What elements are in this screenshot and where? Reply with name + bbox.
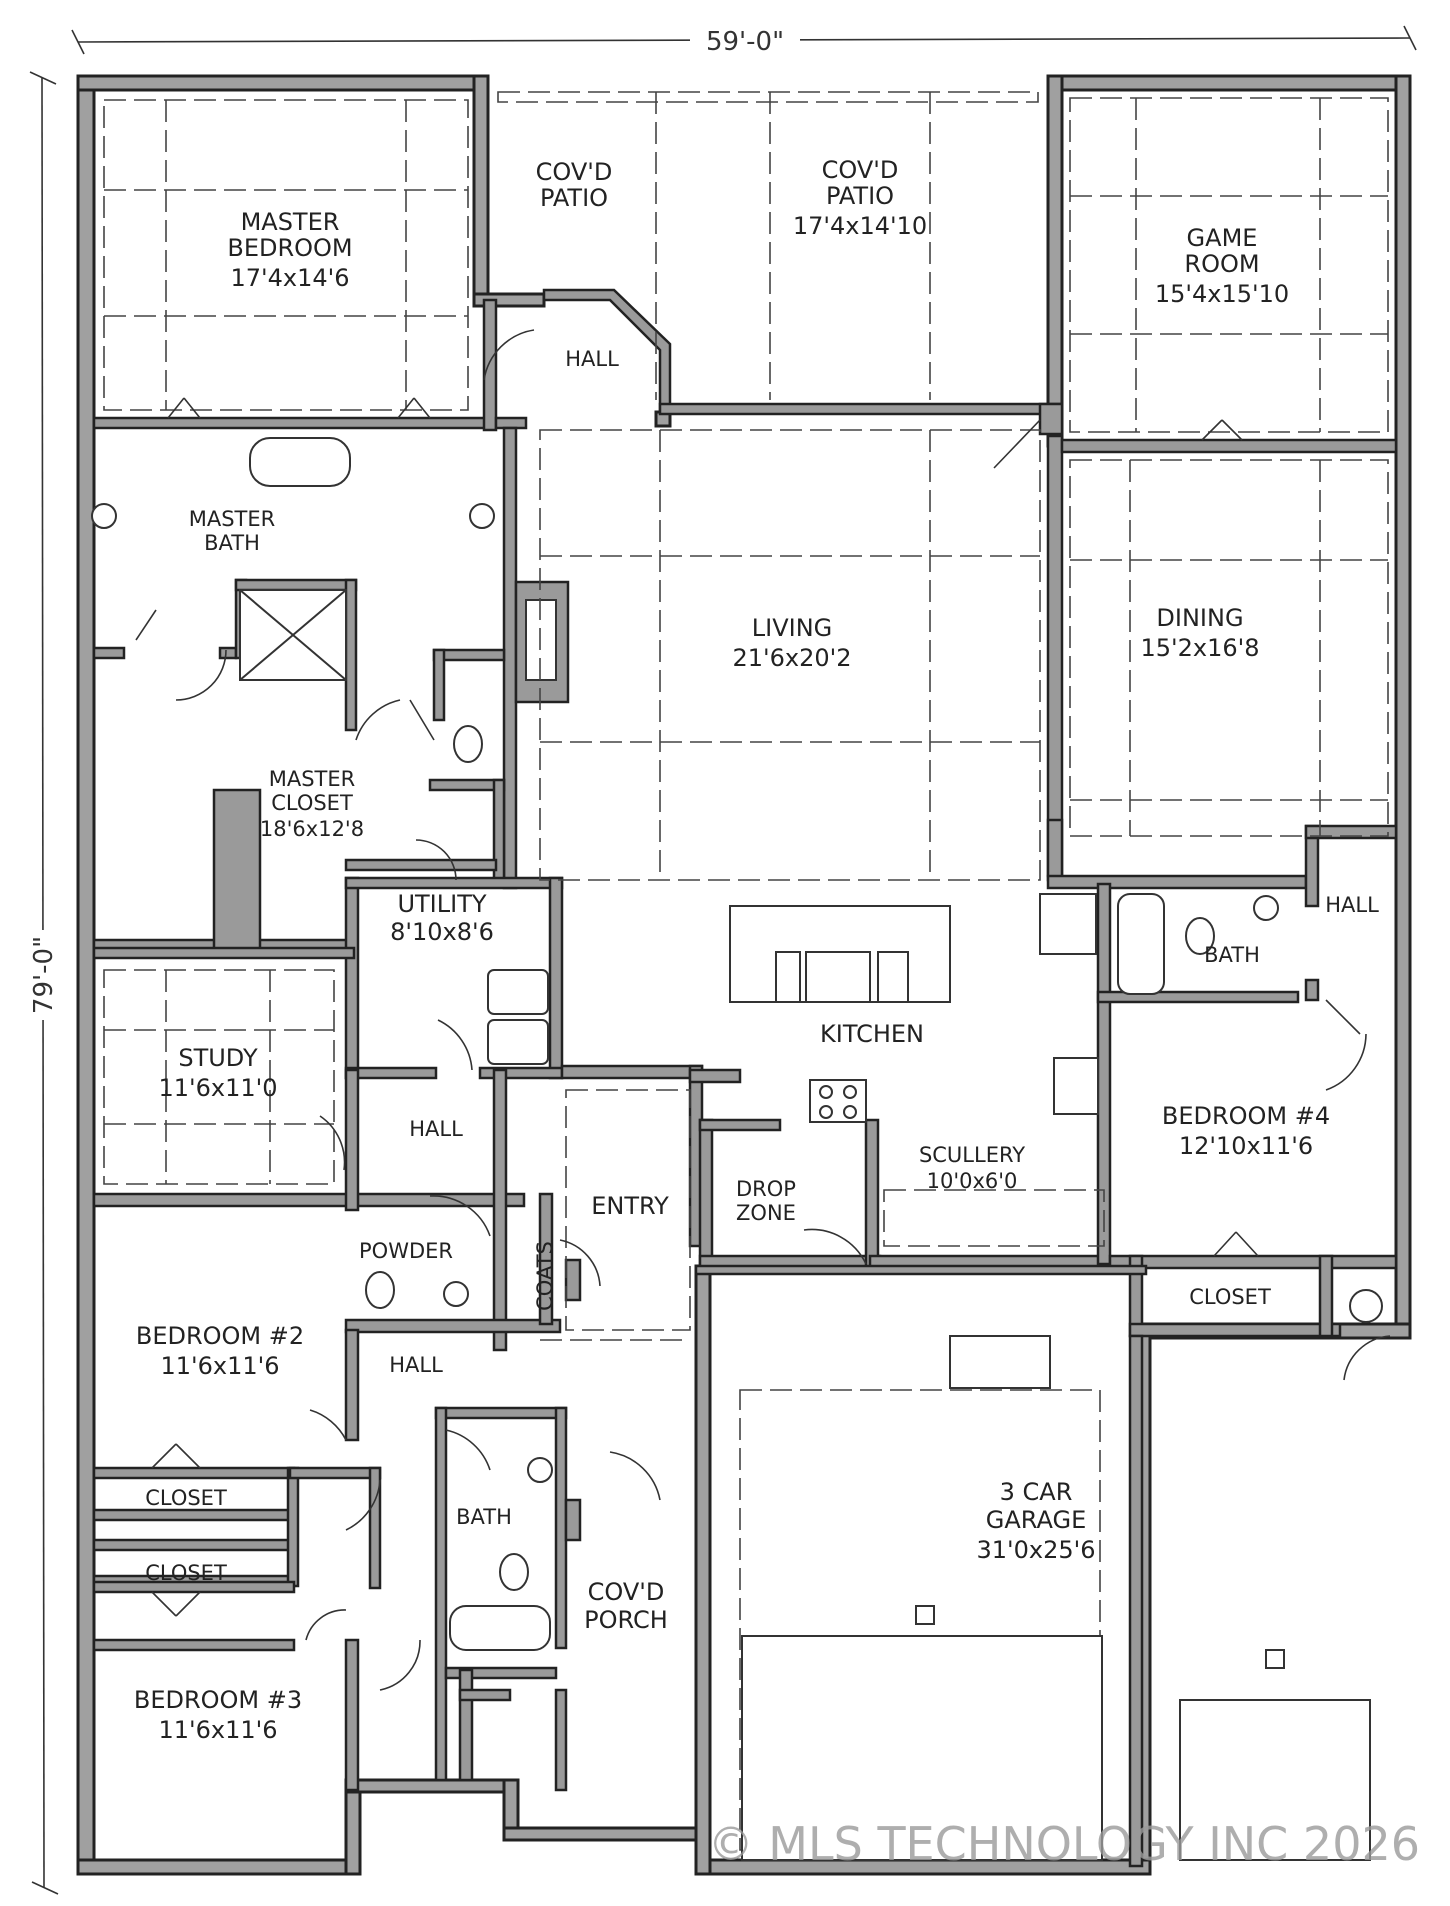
scullery-size: 10'0x6'0 [927, 1169, 1018, 1193]
living-name: LIVING [752, 614, 833, 642]
living-size: 21'6x20'2 [732, 644, 851, 672]
master-bedroom-size: 17'4x14'6 [230, 264, 349, 292]
interior-walls [92, 288, 1398, 1868]
master-bedroom-name-2: BEDROOM [227, 234, 352, 262]
sink-icon [443, 1281, 469, 1307]
bathtub-icon [1117, 893, 1165, 995]
dining-name: DINING [1156, 604, 1243, 632]
hall-right-name: HALL [1325, 893, 1379, 917]
bath-low-name: BATH [456, 1505, 512, 1529]
garage-size: 31'0x25'6 [976, 1536, 1095, 1564]
bedroom-4-name: BEDROOM #4 [1162, 1102, 1330, 1130]
master-bath-name-2: BATH [204, 531, 260, 555]
bedroom-2-name: BEDROOM #2 [136, 1322, 304, 1350]
oven-icon [1053, 1057, 1099, 1115]
closet-1-name: CLOSET [145, 1486, 227, 1510]
sink-icon [91, 503, 117, 529]
doors [135, 329, 1391, 1691]
dining-size: 15'2x16'8 [1140, 634, 1259, 662]
sink-icon [527, 1457, 553, 1483]
toilet-icon [365, 1271, 395, 1309]
scullery-name: SCULLERY [919, 1143, 1025, 1167]
covd-patio-small-name-2: PATIO [540, 184, 608, 212]
closet-2-name: CLOSET [145, 1561, 227, 1585]
kitchen-sink-icon [805, 951, 871, 1003]
hall-low-name: HALL [389, 1353, 443, 1377]
kitchen-name: KITCHEN [820, 1020, 924, 1048]
fixtures [91, 437, 1383, 1861]
master-bedroom-name: MASTER [241, 208, 340, 236]
drop-zone-name: DROP [736, 1177, 796, 1201]
garage-door [1179, 1699, 1371, 1861]
width-dimension-label: 59'-0" [706, 27, 784, 57]
toilet-icon [453, 725, 483, 763]
depth-dimension-label: 79'-0" [29, 936, 59, 1014]
utility-size: 8'10x8'6 [390, 918, 494, 946]
master-bath-name: MASTER [189, 507, 276, 531]
entry-name: ENTRY [591, 1192, 669, 1220]
master-closet-size: 18'6x12'8 [260, 817, 364, 841]
garage-door [741, 1635, 1103, 1861]
dryer-icon [487, 1019, 549, 1065]
master-closet-name-2: CLOSET [271, 791, 353, 815]
coats-name: COATS [533, 1241, 557, 1311]
garage-name: 3 CAR [1000, 1478, 1073, 1506]
closet-right-name: CLOSET [1189, 1285, 1271, 1309]
bath-right-name: BATH [1204, 943, 1260, 967]
toilet-icon [1185, 917, 1215, 955]
covd-patio-small-name: COV'D [536, 158, 613, 186]
exterior-walls [76, 74, 1412, 1876]
drop-zone-name-2: ZONE [736, 1201, 796, 1225]
garage-name-2: GARAGE [986, 1506, 1086, 1534]
bedroom-3-name: BEDROOM #3 [134, 1686, 302, 1714]
hall-top-name: HALL [565, 347, 619, 371]
sink-icon [469, 503, 495, 529]
study-name: STUDY [178, 1044, 258, 1072]
study-size: 11'6x11'0 [158, 1074, 277, 1102]
bathtub-icon [249, 437, 351, 487]
room-labels: MASTER BEDROOM 17'4x14'6 COV'D PATIO COV… [134, 156, 1379, 1744]
bedroom-4-size: 12'10x11'6 [1179, 1132, 1313, 1160]
covd-porch-name: COV'D [588, 1578, 665, 1606]
refrigerator-icon [1039, 893, 1097, 955]
toilet-icon [499, 1553, 529, 1591]
sink-icon [1253, 895, 1279, 921]
cooktop-icon [809, 1079, 867, 1123]
covd-patio-name-2: PATIO [826, 182, 894, 210]
master-closet-name: MASTER [269, 767, 356, 791]
game-room-size: 15'4x15'10 [1155, 280, 1289, 308]
bedroom-2-size: 11'6x11'6 [160, 1352, 279, 1380]
water-heater-icon [1349, 1289, 1383, 1323]
copyright-watermark: © MLS TECHNOLOGY INC 2026 [708, 1817, 1420, 1871]
game-room-name: GAME [1187, 224, 1258, 252]
covd-patio-size: 17'4x14'10 [793, 212, 927, 240]
garage-fixture [949, 1335, 1051, 1389]
utility-name: UTILITY [397, 890, 486, 918]
bedroom-3-size: 11'6x11'6 [158, 1716, 277, 1744]
powder-name: POWDER [359, 1239, 453, 1263]
covd-porch-name-2: PORCH [584, 1606, 668, 1634]
covd-patio-name: COV'D [822, 156, 899, 184]
game-room-name-2: ROOM [1184, 250, 1259, 278]
washer-icon [487, 969, 549, 1015]
hall-mid-name: HALL [409, 1117, 463, 1141]
bathtub-icon [449, 1605, 551, 1651]
